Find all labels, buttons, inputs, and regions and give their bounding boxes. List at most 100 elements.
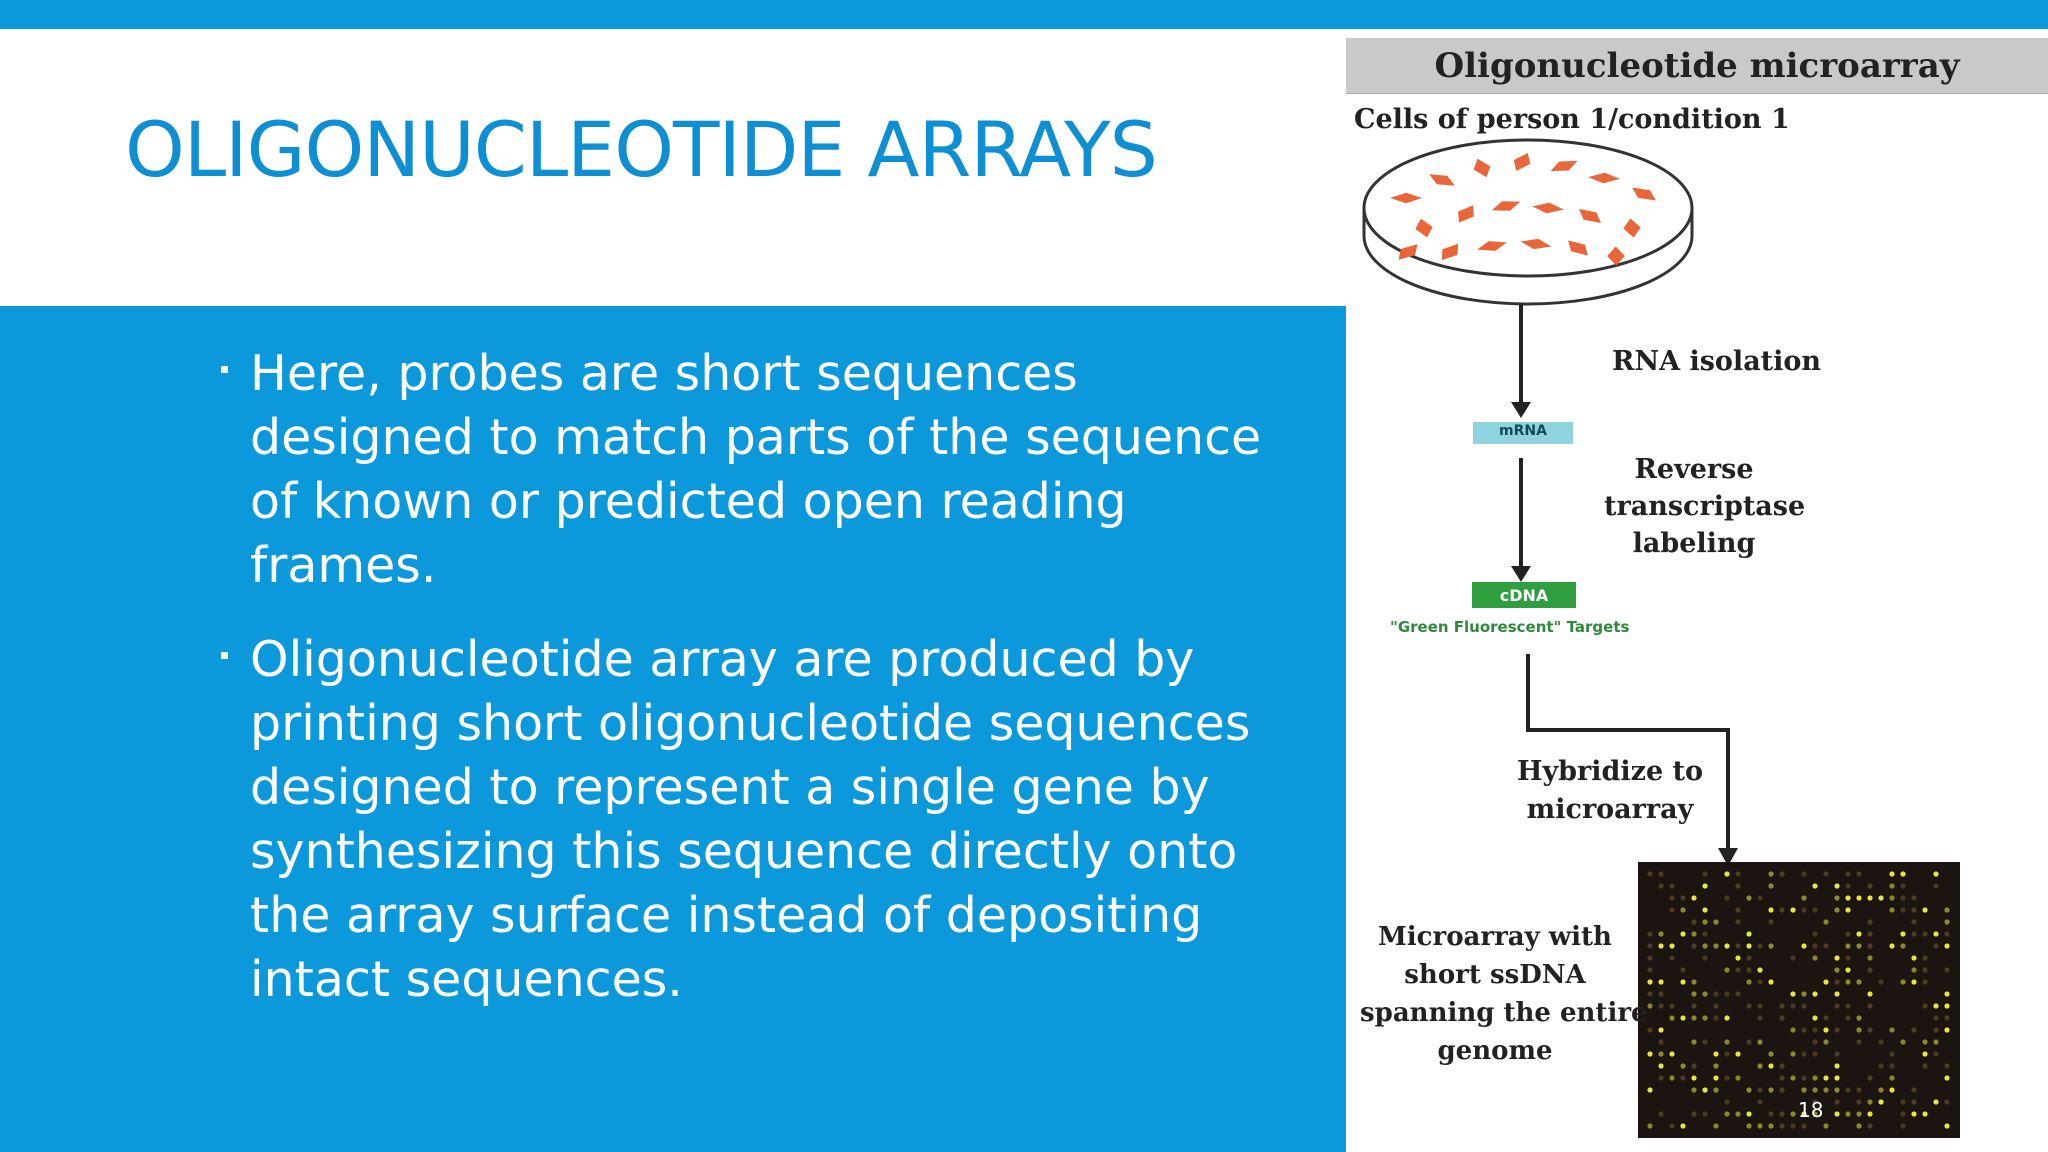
array-spot [1658, 943, 1664, 949]
array-spot [1845, 943, 1851, 949]
array-spot [1669, 907, 1675, 913]
array-spot [1944, 967, 1950, 973]
array-spot [1768, 871, 1774, 877]
array-spot [1713, 1015, 1719, 1021]
array-spot [1746, 895, 1752, 901]
array-spot [1801, 1123, 1807, 1129]
array-spot [1944, 1075, 1950, 1081]
array-spot [1911, 895, 1917, 901]
array-spot [1889, 1075, 1895, 1081]
array-spot [1933, 871, 1939, 877]
array-spot [1933, 1003, 1939, 1009]
array-spot [1834, 1003, 1840, 1009]
array-spot [1878, 1039, 1884, 1045]
array-spot [1658, 1075, 1664, 1081]
array-spot [1856, 1123, 1862, 1129]
array-spot [1735, 943, 1741, 949]
array-spot [1922, 967, 1928, 973]
array-spot [1724, 1015, 1730, 1021]
array-spot [1757, 895, 1763, 901]
array-spot [1878, 1063, 1884, 1069]
array-spot [1889, 895, 1895, 901]
array-spot [1691, 1075, 1697, 1081]
array-spot [1658, 991, 1664, 997]
array-spot [1856, 1027, 1862, 1033]
array-spot [1922, 979, 1928, 985]
array-spot [1911, 1027, 1917, 1033]
array-spot [1856, 931, 1862, 937]
array-spot [1922, 1003, 1928, 1009]
array-spot [1779, 1015, 1785, 1021]
array-spot [1647, 1051, 1653, 1057]
array-spot [1834, 895, 1840, 901]
array-spot [1691, 895, 1697, 901]
microarray-label-line3: spanning the entire [1360, 998, 1648, 1028]
array-spot [1790, 1051, 1796, 1057]
array-spot [1658, 1027, 1664, 1033]
cells-label: Cells of person 1/condition 1 [1354, 104, 1790, 135]
array-spot [1878, 1087, 1884, 1093]
array-spot [1812, 883, 1818, 889]
array-spot [1658, 871, 1664, 877]
array-spot [1944, 991, 1950, 997]
array-spot [1944, 907, 1950, 913]
array-spot [1900, 931, 1906, 937]
array-spot [1647, 943, 1653, 949]
array-spot [1900, 907, 1906, 913]
array-spot [1658, 1063, 1664, 1069]
array-spot [1702, 871, 1708, 877]
array-spot [1669, 1015, 1675, 1021]
array-spot [1768, 1123, 1774, 1129]
array-spot [1801, 1111, 1807, 1117]
cell-shape [1520, 238, 1552, 250]
array-spot [1658, 1051, 1664, 1057]
array-spot [1856, 1111, 1862, 1117]
array-spot [1768, 943, 1774, 949]
array-spot [1768, 883, 1774, 889]
petri-dish [1362, 138, 1694, 306]
array-spot [1900, 1039, 1906, 1045]
array-spot [1647, 931, 1653, 937]
array-spot [1713, 919, 1719, 925]
array-spot [1702, 991, 1708, 997]
array-spot [1691, 1063, 1697, 1069]
array-spot [1691, 943, 1697, 949]
array-spot [1889, 1063, 1895, 1069]
cell-shape [1390, 192, 1422, 204]
cdna-band [1472, 582, 1576, 608]
array-spot [1944, 1063, 1950, 1069]
array-spot [1702, 907, 1708, 913]
array-spot [1889, 883, 1895, 889]
array-spot [1779, 907, 1785, 913]
array-spot [1856, 1015, 1862, 1021]
array-spot [1823, 1039, 1829, 1045]
array-spot [1680, 1063, 1686, 1069]
array-spot [1900, 883, 1906, 889]
array-spot [1812, 1111, 1818, 1117]
microarray-spots [1647, 871, 1950, 1129]
array-spot [1801, 895, 1807, 901]
array-spot [1856, 895, 1862, 901]
array-spot [1691, 919, 1697, 925]
cell-shape [1477, 241, 1507, 251]
array-spot [1812, 955, 1818, 961]
array-spot [1845, 1111, 1851, 1117]
array-spot [1757, 1123, 1763, 1129]
array-spot [1823, 1027, 1829, 1033]
mrna-label: mRNA [1499, 423, 1547, 439]
array-spot [1823, 919, 1829, 925]
array-spot [1845, 931, 1851, 937]
array-spot [1735, 871, 1741, 877]
array-spot [1724, 943, 1730, 949]
array-spot [1933, 1015, 1939, 1021]
array-spot [1713, 1075, 1719, 1081]
array-spot [1647, 1087, 1653, 1093]
hybridize-label-line1: Hybridize to [1516, 756, 1704, 787]
array-spot [1669, 1075, 1675, 1081]
array-spot [1911, 967, 1917, 973]
array-spot [1922, 1051, 1928, 1057]
array-spot [1867, 1075, 1873, 1081]
array-spot [1724, 871, 1730, 877]
array-spot [1944, 1099, 1950, 1105]
cell-shape [1513, 153, 1531, 171]
